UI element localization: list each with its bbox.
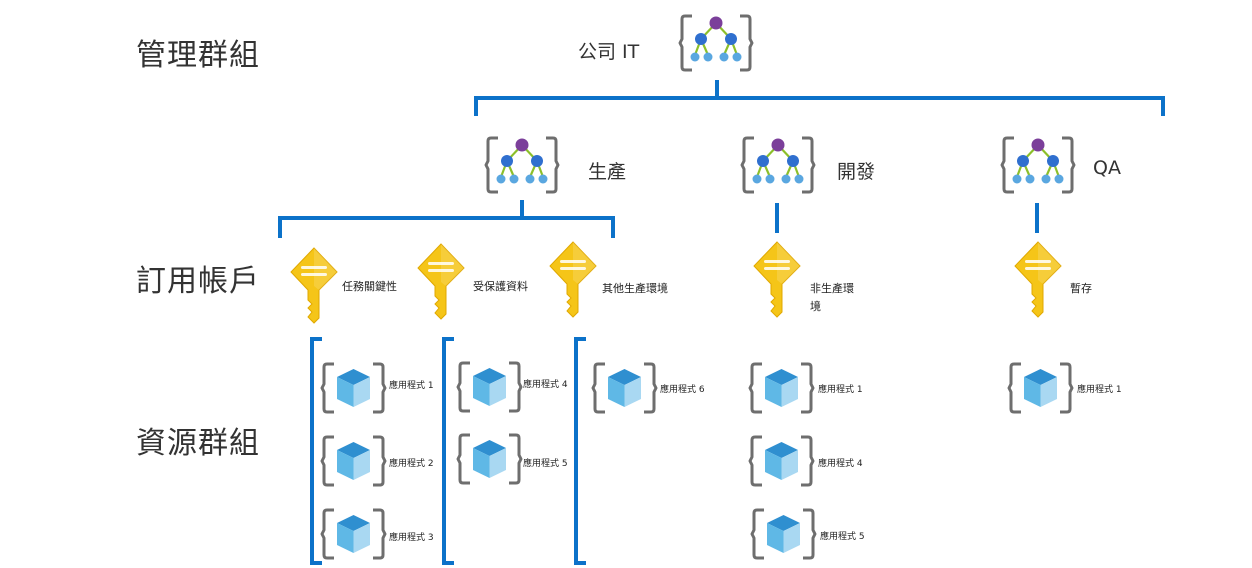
row-label-subscriptions: 訂用帳戶 — [136, 264, 260, 299]
connector-prod-horizontal — [278, 216, 615, 220]
rg-label-np-1: 應用程式 1 — [818, 385, 863, 395]
management-group-icon — [1000, 136, 1076, 194]
subscription-label-mission-critical: 任務關鍵性 — [342, 280, 397, 293]
resource-group-cube-icon — [748, 362, 815, 414]
resource-group-cube-icon — [456, 433, 523, 485]
subscription-label-sandbox: 暫存 — [1070, 282, 1092, 295]
mg-label-production: 生產 — [588, 161, 627, 183]
subscription-label-other-production: 其他生產環境 — [602, 282, 668, 295]
rg-label-mc-1: 應用程式 1 — [389, 381, 434, 391]
mg-label-qa: QA — [1093, 157, 1121, 179]
resource-group-cube-icon — [320, 362, 387, 414]
rg-bracket-other-production-top — [574, 337, 586, 341]
connector-dev-vertical — [775, 203, 779, 233]
connector-root-left-drop — [474, 96, 478, 116]
resource-group-cube-icon — [591, 362, 658, 414]
resource-group-cube-icon — [320, 435, 387, 487]
connector-qa-vertical — [1035, 203, 1039, 233]
rg-label-pd-4: 應用程式 4 — [523, 380, 568, 390]
rg-bracket-other-production — [574, 337, 578, 565]
rg-bracket-protected-data-bottom — [442, 561, 454, 565]
key-icon — [1013, 240, 1063, 318]
key-icon — [289, 246, 339, 324]
rg-bracket-mission-critical-bottom — [310, 561, 322, 565]
subscription-label-non-production: 非生產環境 — [810, 282, 854, 313]
rg-bracket-mission-critical — [310, 337, 314, 565]
row-label-management-groups: 管理群組 — [136, 38, 260, 73]
resource-group-cube-icon — [750, 508, 817, 560]
connector-root-vertical — [715, 80, 719, 98]
resource-group-cube-icon — [1007, 362, 1074, 414]
rg-bracket-protected-data — [442, 337, 446, 565]
connector-prod-right-drop — [611, 216, 615, 238]
management-group-icon — [484, 136, 560, 194]
rg-label-mc-3: 應用程式 3 — [389, 533, 434, 543]
rg-bracket-other-production-bottom — [574, 561, 586, 565]
rg-label-np-4: 應用程式 4 — [818, 459, 863, 469]
root-mg-label: 公司 IT — [578, 41, 640, 63]
connector-prod-left-drop — [278, 216, 282, 238]
rg-bracket-protected-data-top — [442, 337, 454, 341]
resource-group-cube-icon — [320, 508, 387, 560]
key-icon — [548, 240, 598, 318]
key-icon — [752, 240, 802, 318]
connector-root-right-drop — [1161, 96, 1165, 116]
mg-label-development: 開發 — [837, 161, 876, 183]
rg-label-op-6: 應用程式 6 — [660, 385, 705, 395]
resource-group-cube-icon — [456, 361, 523, 413]
management-group-icon — [740, 136, 816, 194]
row-label-resource-groups: 資源群組 — [136, 426, 260, 461]
management-group-icon — [678, 14, 754, 72]
connector-root-horizontal — [474, 96, 1165, 100]
resource-group-cube-icon — [748, 435, 815, 487]
rg-label-np-5: 應用程式 5 — [820, 532, 865, 542]
rg-label-sb-1: 應用程式 1 — [1077, 385, 1122, 395]
connector-prod-vertical — [520, 200, 524, 218]
rg-label-mc-2: 應用程式 2 — [389, 459, 434, 469]
rg-label-pd-5: 應用程式 5 — [523, 459, 568, 469]
subscription-label-protected-data: 受保護資料 — [473, 280, 528, 293]
key-icon — [416, 242, 466, 320]
rg-bracket-mission-critical-top — [310, 337, 322, 341]
